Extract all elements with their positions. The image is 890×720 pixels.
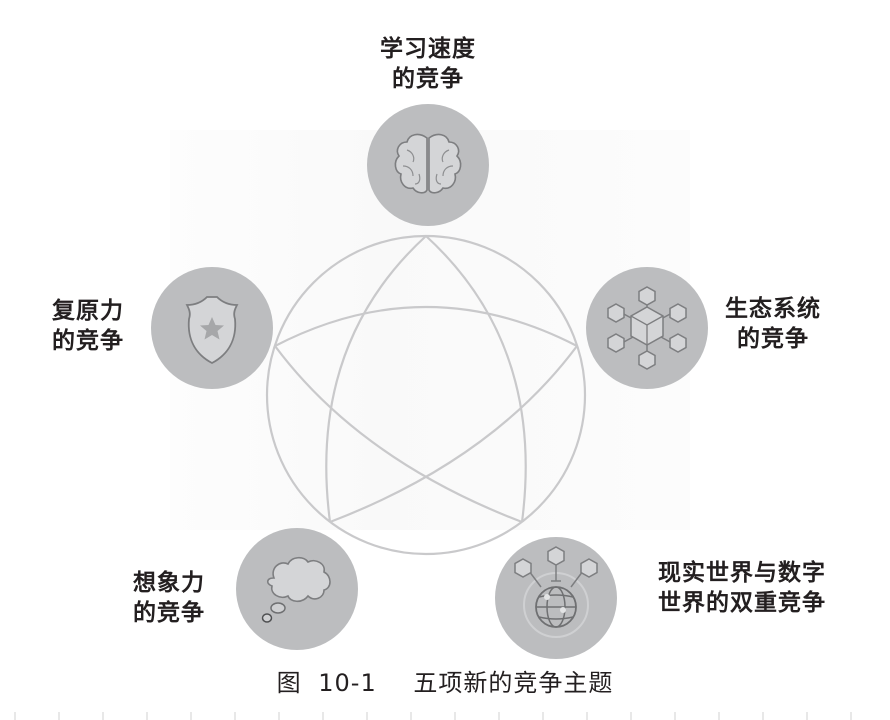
arc-left-to-right (274, 306, 578, 347)
node-learning-speed (367, 104, 489, 226)
label-line: 生态系统 (725, 296, 821, 322)
caption-prefix: 图 (276, 669, 302, 697)
caption-number: 10-1 (318, 669, 377, 697)
label-line: 复原力 (52, 298, 124, 324)
label-line: 现实世界与数字 (658, 560, 826, 586)
figure-caption: 图 10-1 五项新的竞争主题 (0, 668, 890, 698)
label-dual-world: 现实世界与数字 世界的双重竞争 (658, 558, 826, 618)
node-ecosystem (586, 267, 708, 389)
label-line: 的竞争 (133, 600, 205, 626)
label-line: 学习速度 (380, 36, 476, 62)
label-line: 世界的双重竞争 (658, 590, 826, 616)
label-learning-speed: 学习速度 的竞争 (370, 34, 486, 94)
label-line: 的竞争 (737, 326, 809, 352)
caption-title: 五项新的竞争主题 (413, 669, 614, 697)
label-ecosystem: 生态系统 的竞争 (725, 294, 821, 354)
label-imagination: 想象力 的竞争 (133, 568, 205, 628)
label-resilience: 复原力 的竞争 (52, 296, 124, 356)
cropped-text-line (0, 712, 890, 720)
arc-right-to-bottom-left (329, 345, 578, 524)
label-line: 的竞争 (52, 328, 124, 354)
network-cube-icon (607, 286, 687, 370)
label-line: 想象力 (133, 570, 205, 596)
node-dual-world (495, 537, 617, 659)
label-line: 的竞争 (392, 66, 464, 92)
outer-ring (265, 234, 587, 556)
node-imagination (236, 528, 358, 650)
arc-top-to-bottom-right (425, 235, 527, 523)
brain-icon (394, 133, 462, 194)
shield-star-icon (185, 296, 239, 365)
arc-bottom-right-to-left (274, 345, 523, 524)
arc-bottom-left-to-top (325, 235, 427, 523)
thought-cloud-icon (261, 556, 331, 623)
globe-network-icon (514, 546, 598, 638)
node-resilience (151, 267, 273, 389)
curved-pentagram (274, 235, 578, 524)
